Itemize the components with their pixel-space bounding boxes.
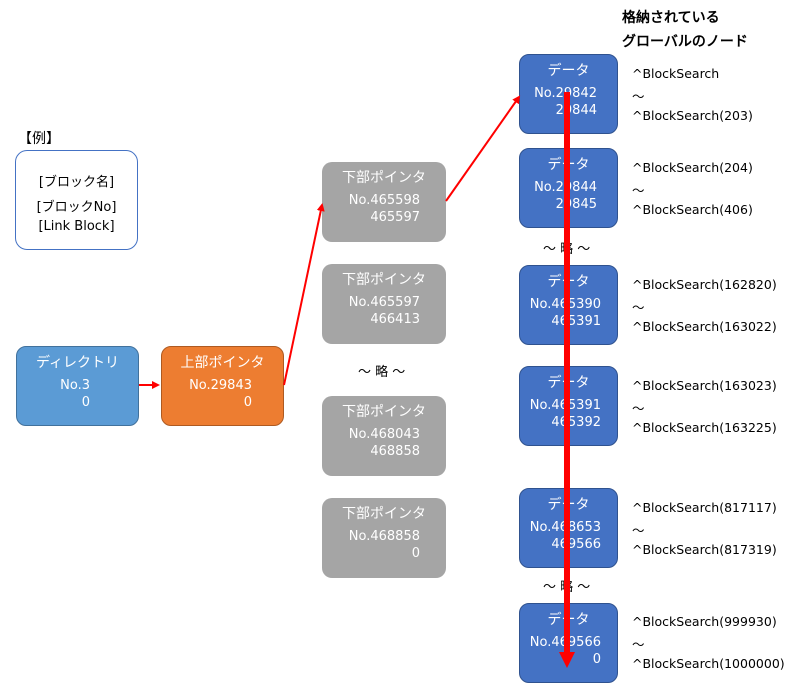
- range-sep: ～: [632, 89, 645, 104]
- block-link: 0: [243, 395, 252, 410]
- block-link: 465597: [370, 210, 420, 225]
- block-link: 469566: [551, 537, 601, 552]
- range-from: ^BlockSearch: [632, 66, 720, 81]
- block-title: ディレクトリ: [35, 355, 120, 371]
- header-line1: 格納されている: [622, 10, 720, 26]
- range-sep: ～: [632, 183, 645, 198]
- block-link: 465392: [551, 415, 601, 430]
- range-to: ^BlockSearch(817319): [632, 542, 777, 557]
- range-to: ^BlockSearch(1000000): [632, 656, 785, 671]
- range-to: ^BlockSearch(406): [632, 202, 753, 217]
- arrow-lower-to-data: [445, 95, 521, 202]
- block-title: 下部ポインタ: [342, 404, 426, 420]
- upper-pointer-block: 上部ポインタ No.29843 0: [161, 346, 284, 426]
- lower-pointer-block: 下部ポインタ No.465597 466413: [322, 264, 446, 344]
- block-link: 465391: [551, 314, 601, 329]
- lower-pointer-block: 下部ポインタ No.468043 468858: [322, 396, 446, 476]
- block-title: 下部ポインタ: [342, 272, 426, 288]
- legend-block-name: [ブロック名]: [38, 175, 115, 190]
- range-sep: ～: [632, 637, 645, 652]
- block-no: No.465598: [348, 193, 420, 208]
- block-no: No.468043: [348, 427, 420, 442]
- range-to: ^BlockSearch(203): [632, 108, 753, 123]
- directory-block: ディレクトリ No.3 0: [16, 346, 139, 426]
- range-to: ^BlockSearch(163225): [632, 420, 777, 435]
- lower-omit-label: ～ 略 ～: [358, 365, 406, 380]
- block-no: No.468858: [348, 529, 420, 544]
- range-to: ^BlockSearch(163022): [632, 319, 777, 334]
- block-title: 上部ポインタ: [180, 355, 265, 371]
- block-link: 0: [592, 652, 601, 667]
- legend-block-no: [ブロックNo]: [36, 200, 117, 215]
- block-title: 下部ポインタ: [342, 506, 426, 522]
- legend-title: 【例】: [18, 131, 60, 147]
- lower-pointer-block: 下部ポインタ No.468858 0: [322, 498, 446, 578]
- legend-link-block: [Link Block]: [38, 219, 115, 234]
- legend-box: [ブロック名] [ブロックNo] [Link Block]: [15, 150, 138, 250]
- block-link: 468858: [370, 444, 420, 459]
- range-from: ^BlockSearch(999930): [632, 614, 777, 629]
- block-link: 466413: [370, 312, 420, 327]
- arrow-upper-to-lower: [283, 203, 325, 386]
- block-title: データ: [547, 63, 590, 79]
- block-title: 下部ポインタ: [342, 170, 426, 186]
- lower-pointer-block: 下部ポインタ No.465598 465597: [322, 162, 446, 242]
- range-sep: ～: [632, 523, 645, 538]
- block-no: No.3: [60, 378, 90, 393]
- range-sep: ～: [632, 300, 645, 315]
- range-from: ^BlockSearch(817117): [632, 500, 777, 515]
- block-link: 0: [81, 395, 90, 410]
- block-no: No.465597: [348, 295, 420, 310]
- range-from: ^BlockSearch(162820): [632, 277, 777, 292]
- range-from: ^BlockSearch(204): [632, 160, 753, 175]
- header-line2: グローバルのノード: [622, 34, 748, 50]
- block-no: No.29843: [189, 378, 252, 393]
- block-link: 0: [411, 546, 420, 561]
- range-from: ^BlockSearch(163023): [632, 378, 777, 393]
- range-sep: ～: [632, 401, 645, 416]
